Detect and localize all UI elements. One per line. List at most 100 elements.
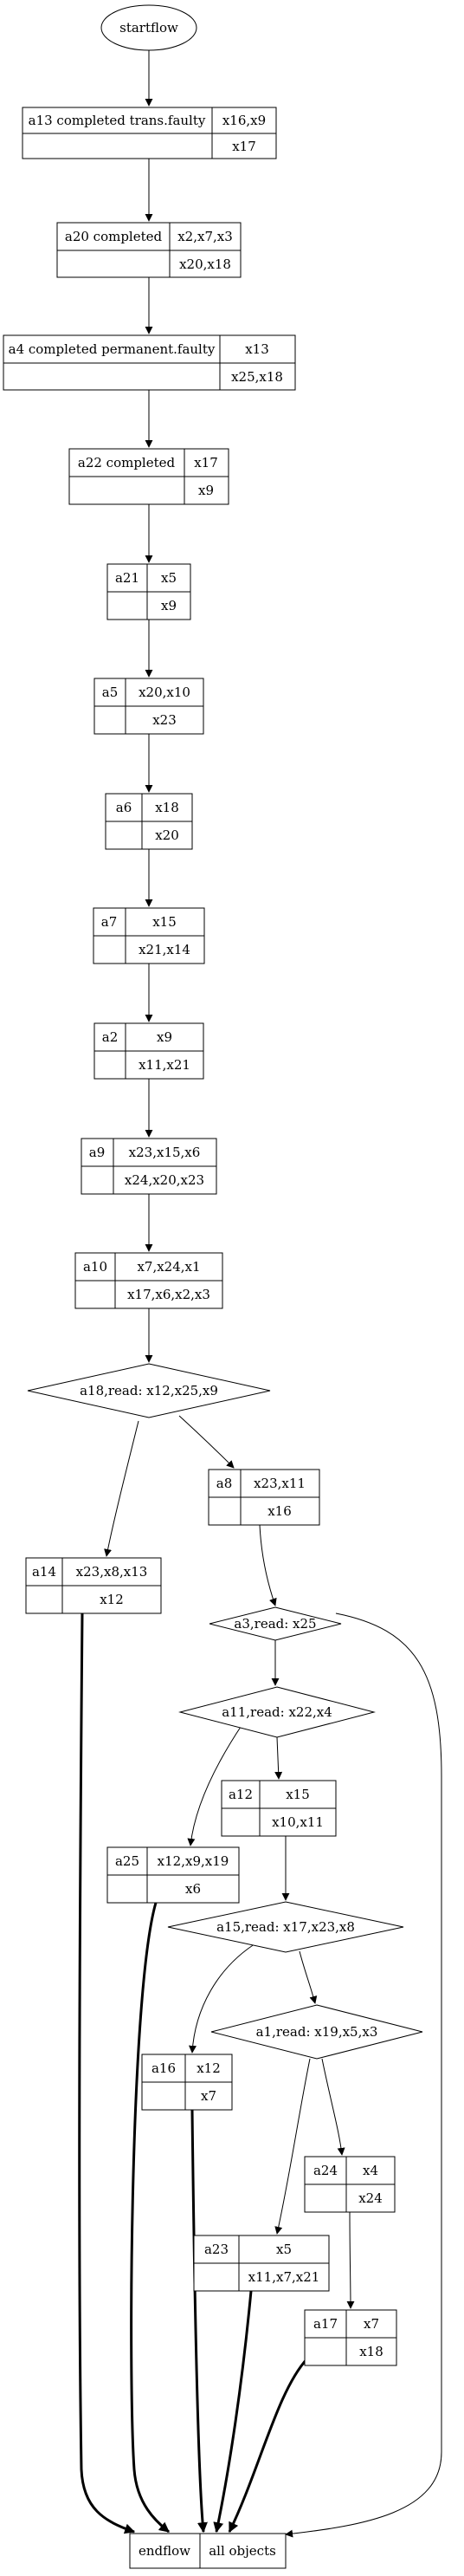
node-top-vars: x23,x15,x6: [129, 1145, 201, 1160]
node-top-vars: x7,x24,x1: [137, 1259, 200, 1275]
node-name: a9: [89, 1145, 106, 1160]
node-name: a24: [313, 2163, 338, 2178]
node-bottom-vars: x18: [359, 2344, 383, 2359]
node-bottom-vars: x16: [267, 1503, 292, 1519]
node-top-vars: x20,x10: [139, 685, 190, 700]
decision-a1: a1,read: x19,x5,x3: [210, 2004, 423, 2060]
node-top-vars: x13: [245, 341, 269, 357]
node-a20: a20 completed x2,x7,x3 x20,x18: [56, 222, 242, 278]
node-a25: a25 x12,x9,x19 x6: [106, 1846, 240, 1904]
edge-a8-a3: [259, 1524, 277, 1606]
node-top-vars: x2,x7,x3: [177, 229, 233, 244]
node-a14: a14 x23,x8,x13 x12: [25, 1557, 162, 1614]
edge-a18-a8: [178, 1415, 235, 1469]
edge-a15-a1: [299, 1950, 318, 2004]
node-top-vars: x5: [276, 2242, 292, 2257]
node-top-vars: x16,x9: [222, 113, 266, 128]
edges: [78, 50, 442, 2538]
node-name: a23: [204, 2242, 229, 2257]
decision-label: a1,read: x19,x5,x3: [256, 2024, 378, 2040]
node-name: a8: [216, 1476, 233, 1491]
decision-a18: a18,read: x12,x25,x9: [27, 1363, 271, 1418]
node-top-vars: x18: [155, 800, 179, 815]
node-a24: a24 x4 x24: [304, 2156, 396, 2213]
edge-a11-a25: [187, 1723, 243, 1846]
node-name: a5: [102, 685, 119, 700]
endflow-label: endflow: [139, 2543, 190, 2559]
node-top-vars: x17: [194, 455, 218, 470]
node-name: a22 completed: [78, 455, 176, 470]
node-a7: a7 x15 x21,x14: [93, 907, 205, 964]
node-bottom-vars: x20: [155, 827, 179, 843]
edge-a24-a17: [346, 2211, 355, 2309]
node-bottom-vars: x25,x18: [231, 369, 283, 385]
edge-a3-allobjects: [285, 1612, 442, 2538]
node-a12: a12 x15 x10,x11: [221, 1780, 337, 1837]
end-node: endflow all objects: [129, 2533, 287, 2569]
node-name: a4 completed permanent.faulty: [9, 341, 216, 357]
node-top-vars: x9: [157, 1029, 172, 1045]
edge-a1-a24: [321, 2058, 345, 2156]
decision-a11: a11,read: x22,x4: [178, 1686, 376, 1738]
node-bottom-vars: x11,x21: [139, 1057, 190, 1073]
node-bottom-vars: x23: [152, 712, 177, 728]
node-bottom-vars: x6: [185, 1881, 201, 1897]
node-top-vars: x12: [197, 2060, 221, 2076]
node-name: a25: [115, 1853, 139, 1869]
node-top-vars: x15: [286, 1787, 310, 1802]
node-bottom-vars: x9: [198, 483, 214, 498]
node-a10: a10 x7,x24,x1 x17,x6,x2,x3: [74, 1252, 223, 1309]
node-name: a6: [116, 800, 132, 815]
node-a16: a16 x12 x7: [141, 2054, 233, 2111]
edge-a16-allobjects: [190, 2109, 208, 2534]
node-a6: a6 x18 x20: [105, 793, 193, 850]
decision-label: a3,read: x25: [234, 1616, 316, 1632]
node-name: a20 completed: [65, 229, 163, 244]
node-a5: a5 x20,x10 x23: [93, 678, 204, 735]
node-a9: a9 x23,x15,x6 x24,x20,x23: [81, 1138, 217, 1195]
decision-label: a11,read: x22,x4: [222, 1704, 332, 1720]
decision-label: a18,read: x12,x25,x9: [80, 1383, 218, 1398]
node-bottom-vars: x21,x14: [139, 942, 190, 957]
node-name: a10: [83, 1259, 107, 1275]
node-a4: a4 completed permanent.faulty x13 x25,x1…: [3, 334, 296, 391]
node-a22: a22 completed x17 x9: [68, 448, 229, 505]
node-name: a12: [229, 1787, 253, 1802]
node-name: a2: [102, 1029, 119, 1045]
node-top-vars: x23,x11: [254, 1476, 306, 1491]
node-bottom-vars: x24: [358, 2190, 383, 2206]
edge-a11-a12: [274, 1736, 283, 1780]
edge-a15-a16: [189, 1940, 261, 2054]
node-bottom-vars: x24,x20,x23: [125, 1172, 204, 1188]
start-node: startflow: [100, 4, 197, 51]
node-top-vars: x23,x8,x13: [76, 1564, 148, 1580]
node-a17: a17 x7 x18: [304, 2309, 397, 2366]
node-name: a17: [313, 2316, 338, 2332]
node-name: a14: [32, 1564, 56, 1580]
edge-a17-allobjects: [228, 2357, 309, 2534]
node-a13: a13 completed trans.faulty x16,x9 x17: [22, 107, 277, 159]
node-bottom-vars: x10,x11: [272, 1814, 324, 1830]
edge-a23-allobjects: [213, 2290, 253, 2534]
node-bottom-vars: x12: [100, 1592, 124, 1607]
node-top-vars: x5: [161, 570, 177, 586]
node-bottom-vars: x11,x7,x21: [248, 2269, 320, 2285]
node-name: a7: [101, 914, 118, 930]
node-top-vars: x7: [364, 2316, 379, 2332]
node-top-vars: x4: [363, 2163, 378, 2178]
node-a23: a23 x5 x11,x7,x21: [193, 2235, 330, 2292]
edge-a25-endflow: [130, 1902, 170, 2534]
node-a8: a8 x23,x11 x16: [208, 1469, 320, 1526]
node-name: a16: [151, 2060, 176, 2076]
decision-label: a15,read: x17,x23,x8: [216, 1919, 355, 1935]
node-bottom-vars: x17,x6,x2,x3: [127, 1287, 210, 1302]
edge-a14-endflow: [78, 1612, 136, 2534]
edge-a18-a14: [104, 1420, 139, 1557]
node-bottom-vars: x20,x18: [179, 256, 231, 272]
node-a2: a2 x9 x11,x21: [93, 1022, 204, 1080]
node-name: a13 completed trans.faulty: [29, 113, 206, 128]
node-top-vars: x15: [152, 914, 177, 930]
start-label: startflow: [119, 20, 178, 36]
decision-a15: a15,read: x17,x23,x8: [167, 1901, 404, 1953]
